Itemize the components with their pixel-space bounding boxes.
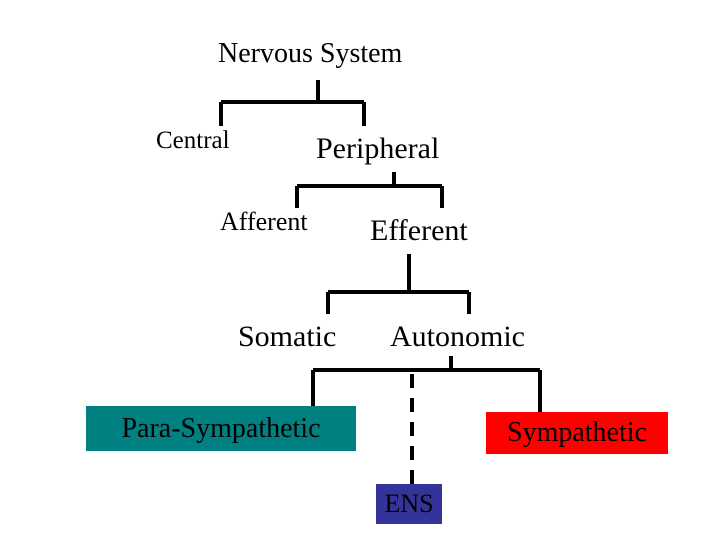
node-afferent: Afferent — [220, 207, 308, 236]
connector-autonomic — [311, 356, 542, 484]
node-central: Central — [156, 127, 230, 154]
node-somatic: Somatic — [238, 320, 337, 353]
connector-peripheral — [295, 172, 444, 208]
connector-efferent — [326, 254, 471, 314]
node-ens: ENS — [376, 484, 442, 524]
node-peripheral: Peripheral — [316, 132, 440, 165]
node-efferent: Efferent — [370, 214, 468, 247]
node-nervous-system: Nervous System — [218, 38, 403, 69]
node-sympathetic: Sympathetic — [486, 412, 668, 454]
node-autonomic: Autonomic — [390, 320, 525, 353]
node-parasympathetic: Para-Sympathetic — [86, 406, 356, 451]
connector-root — [219, 80, 366, 126]
